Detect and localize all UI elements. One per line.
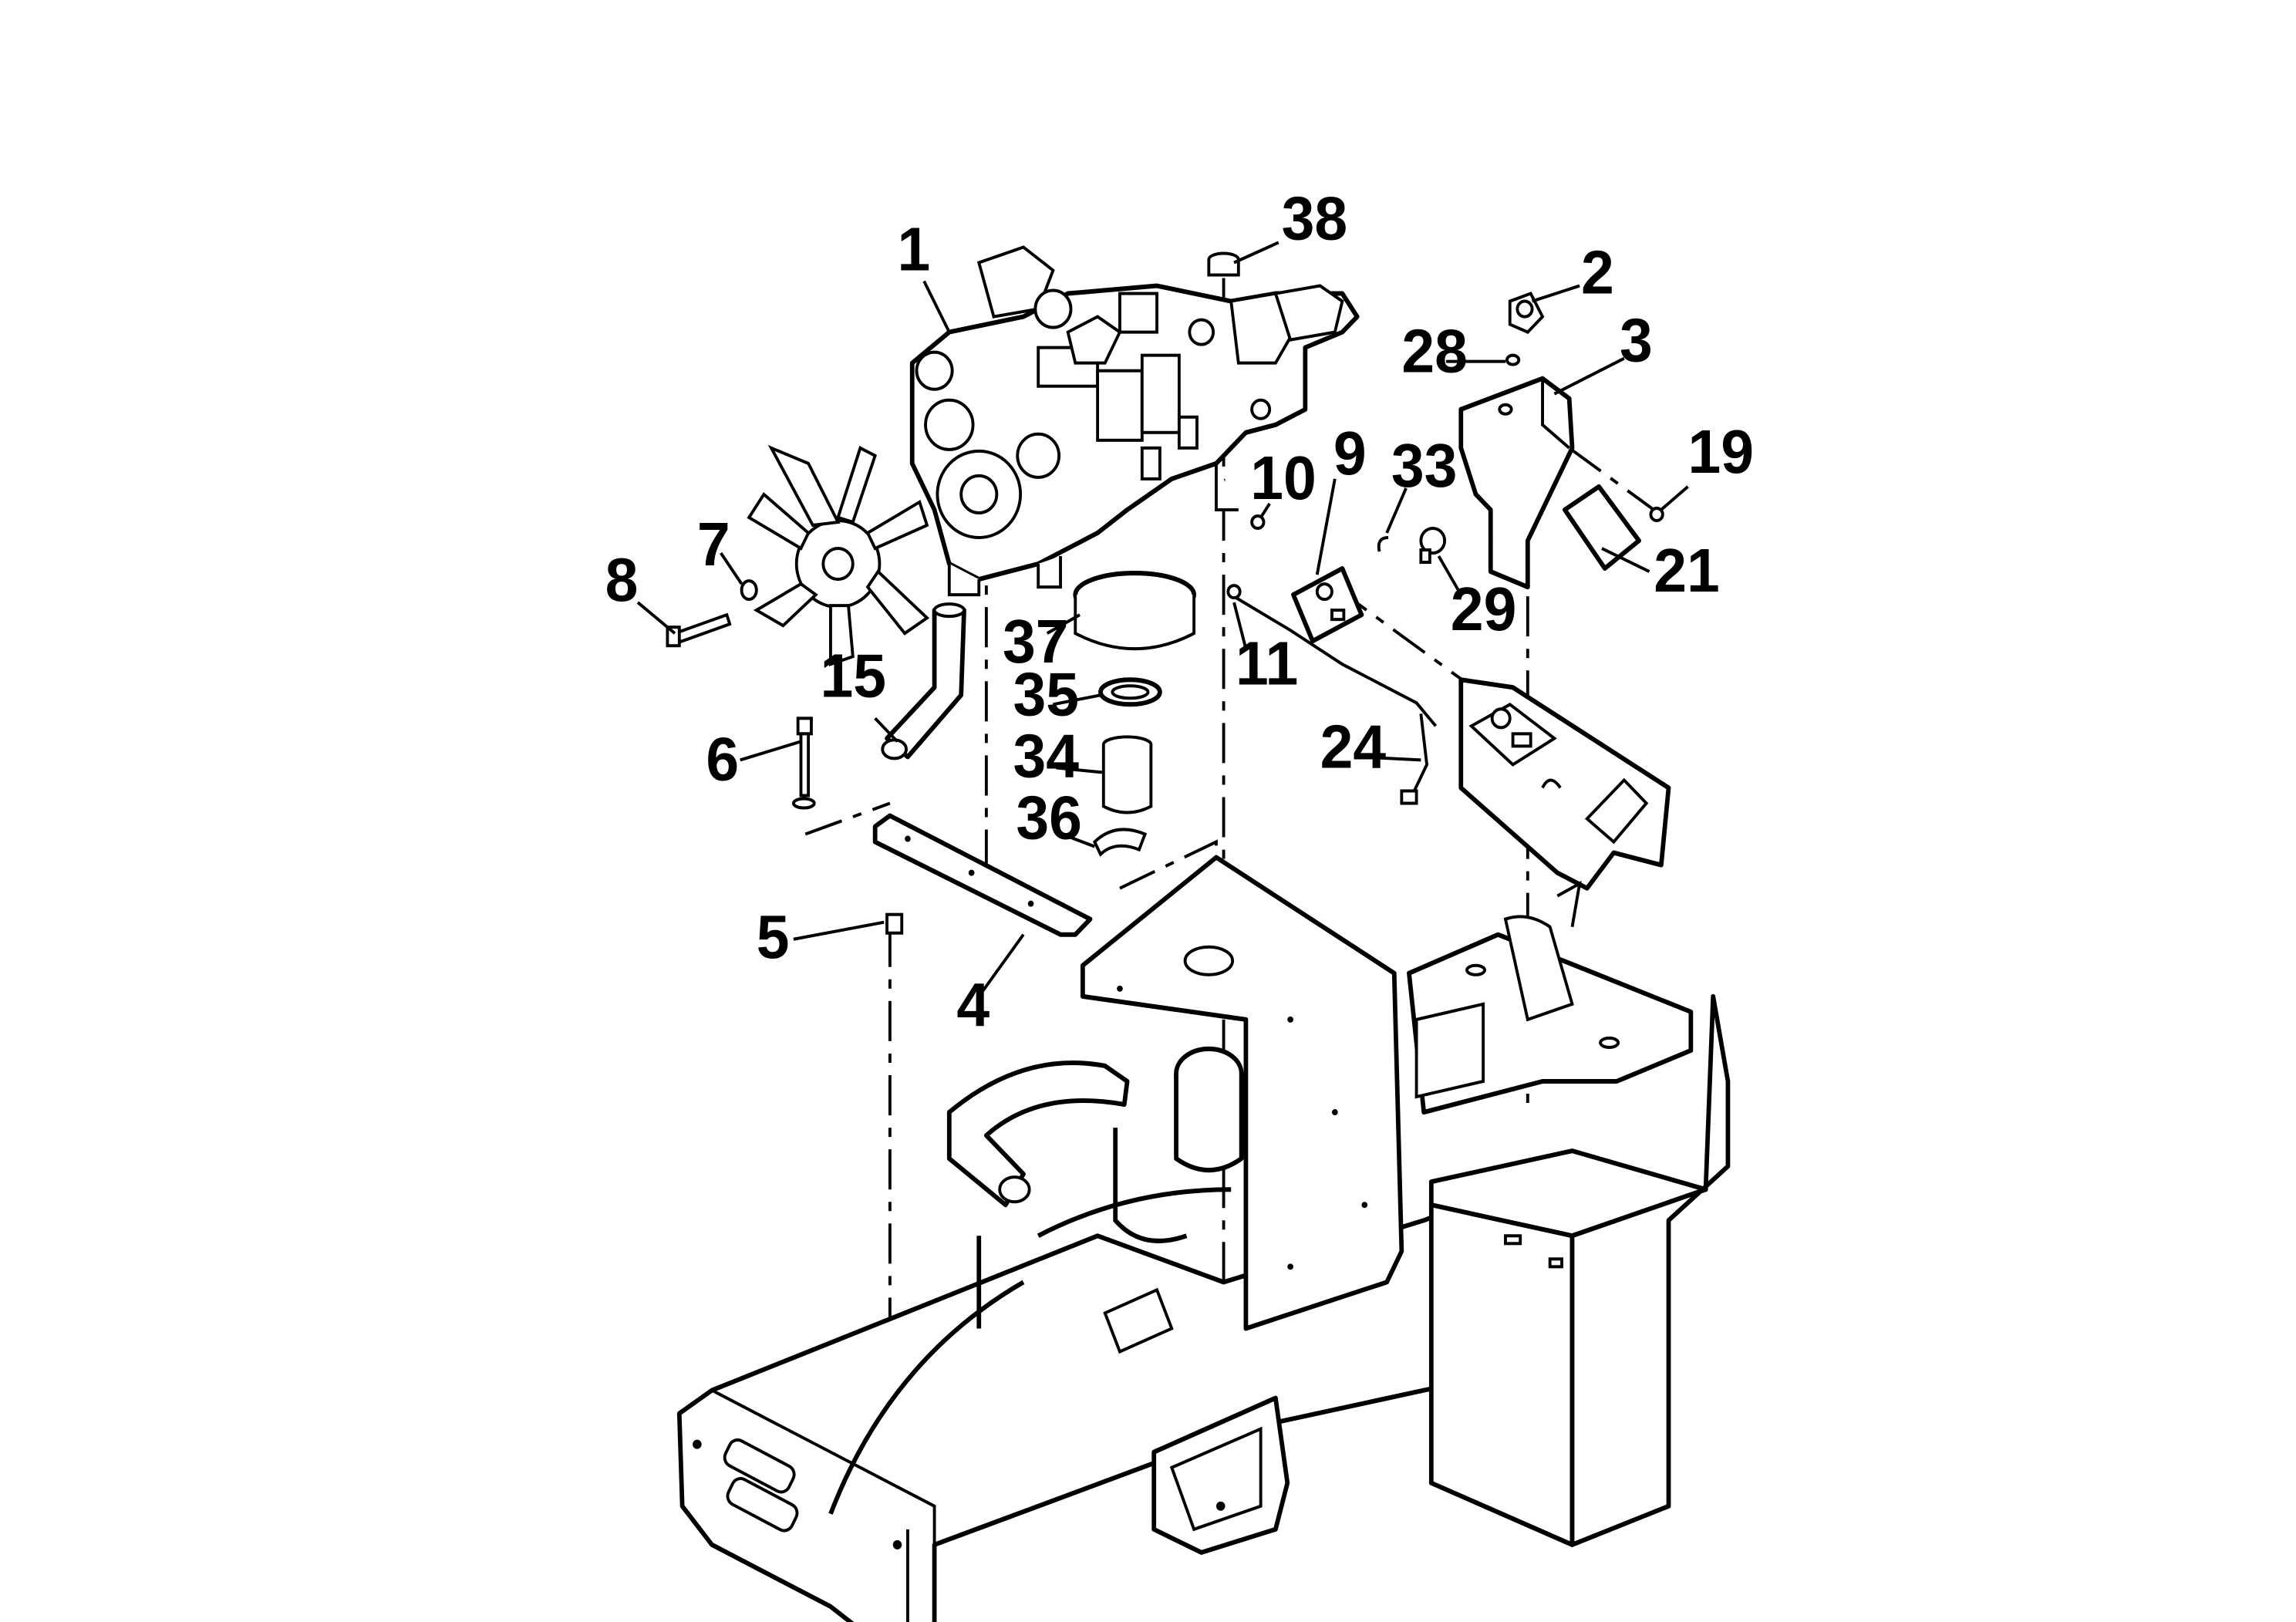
mount-bolt	[791, 717, 816, 810]
callout-36: 36	[1016, 783, 1082, 852]
filter-cover	[1073, 571, 1197, 651]
callout-21: 21	[1654, 536, 1720, 605]
callout-15: 15	[820, 641, 886, 710]
callout-5: 5	[757, 902, 790, 971]
operator-console	[1407, 880, 1694, 1115]
selector-switch	[1419, 526, 1447, 565]
connector-rod	[1226, 514, 1438, 727]
dashboard-panel	[1458, 677, 1671, 891]
engine-bay-shroud	[1080, 855, 1404, 1331]
leader-lines	[636, 241, 1689, 998]
callout-24: 24	[1320, 712, 1387, 781]
callout-19: 19	[1688, 416, 1755, 486]
cover-plate	[1563, 484, 1641, 572]
callout-9: 9	[1333, 418, 1367, 487]
callout-2: 2	[1581, 238, 1614, 307]
callout-labels: 1 2 3 4 5 6 7 8 9 10 11 15 19 21 24 28 2…	[605, 184, 1754, 1039]
small-spacer-block	[885, 912, 904, 935]
gauge-plate	[1291, 566, 1364, 644]
cooling-fan	[747, 444, 930, 667]
wiring-cable	[1400, 713, 1429, 805]
callout-11: 11	[1236, 629, 1298, 698]
clip-part	[1377, 535, 1389, 552]
filter-clamp	[1092, 828, 1148, 857]
chassis-wiring	[828, 1128, 1232, 1515]
callout-33: 33	[1391, 430, 1458, 500]
fan-washer	[740, 579, 758, 602]
small-washer	[1505, 353, 1521, 366]
fan-bolt	[666, 612, 732, 648]
control-housing	[1458, 376, 1575, 590]
radiator-hose	[881, 602, 966, 760]
callout-37: 37	[1003, 607, 1069, 676]
engine-assembly	[909, 245, 1360, 597]
callout-38: 38	[1282, 184, 1348, 253]
callout-4: 4	[956, 969, 990, 1039]
storage-box	[1428, 993, 1731, 1547]
callout-3: 3	[1620, 305, 1653, 375]
filter-element	[1101, 735, 1153, 814]
exhaust-muffler	[946, 1046, 1244, 1208]
callout-10: 10	[1250, 443, 1317, 512]
callout-6: 6	[706, 724, 739, 794]
callout-7: 7	[697, 510, 730, 579]
filter-seal-ring	[1098, 677, 1162, 707]
callout-8: 8	[605, 545, 639, 615]
switch-knob	[1508, 292, 1545, 334]
engine-mount-bracket	[872, 813, 1093, 937]
callout-35: 35	[1013, 659, 1079, 729]
cover-screw	[1649, 506, 1664, 522]
callout-34: 34	[1013, 721, 1079, 791]
callout-28: 28	[1401, 316, 1468, 386]
callout-29: 29	[1451, 575, 1517, 644]
callout-1: 1	[897, 214, 930, 284]
top-cap-part	[1207, 251, 1240, 277]
support-bracket	[1151, 1395, 1290, 1555]
